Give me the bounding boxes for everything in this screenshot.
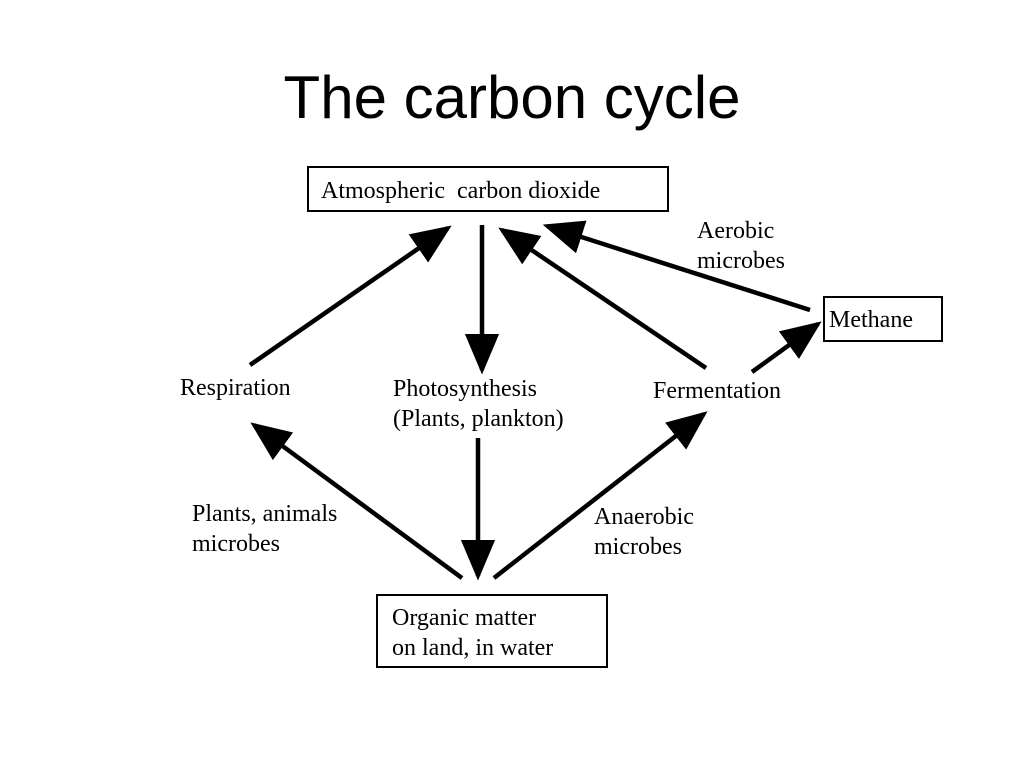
- anaerobic-line-2: microbes: [594, 534, 682, 560]
- arrow-organic-to-respiration: [250, 422, 464, 580]
- plants-animals-microbes-label: Plants, animals microbes: [192, 499, 337, 559]
- slide-title: The carbon cycle: [283, 64, 741, 131]
- photosynthesis-line-2: (Plants, plankton): [393, 406, 564, 432]
- respiration-label: Respiration: [180, 373, 291, 403]
- respiration-text: Respiration: [180, 375, 291, 401]
- photosynthesis-label: Photosynthesis (Plants, plankton): [393, 374, 564, 434]
- arrow-respiration-to-atmosphere: [248, 225, 452, 367]
- anaerobic-line-1: Anaerobic: [594, 504, 694, 530]
- organic-matter-box: Organic matter on land, in water: [376, 594, 608, 668]
- plants-animals-line-2: microbes: [192, 531, 280, 557]
- atmospheric-co2-label: Atmospheric carbon dioxide: [321, 178, 601, 204]
- anaerobic-microbes-label: Anaerobic microbes: [594, 502, 694, 562]
- methane-box: Methane: [823, 296, 943, 342]
- atmospheric-co2-box: Atmospheric carbon dioxide: [307, 166, 669, 212]
- aerobic-line-1: Aerobic: [697, 218, 775, 244]
- organic-matter-line-2: on land, in water: [392, 635, 554, 661]
- aerobic-line-2: microbes: [697, 248, 785, 274]
- arrow-methane-to-atmosphere: [542, 220, 811, 313]
- arrow-fermentation-to-methane: [750, 321, 822, 374]
- photosynthesis-line-1: Photosynthesis: [393, 376, 538, 402]
- methane-label: Methane: [829, 307, 913, 333]
- arrow-organic-to-fermentation: [492, 411, 708, 580]
- fermentation-text: Fermentation: [653, 378, 781, 404]
- aerobic-microbes-label: Aerobic microbes: [697, 216, 785, 276]
- organic-matter-line-1: Organic matter: [392, 605, 537, 631]
- fermentation-label: Fermentation: [653, 376, 781, 406]
- arrow-fermentation-to-atmosphere: [498, 227, 708, 370]
- plants-animals-line-1: Plants, animals: [192, 501, 338, 527]
